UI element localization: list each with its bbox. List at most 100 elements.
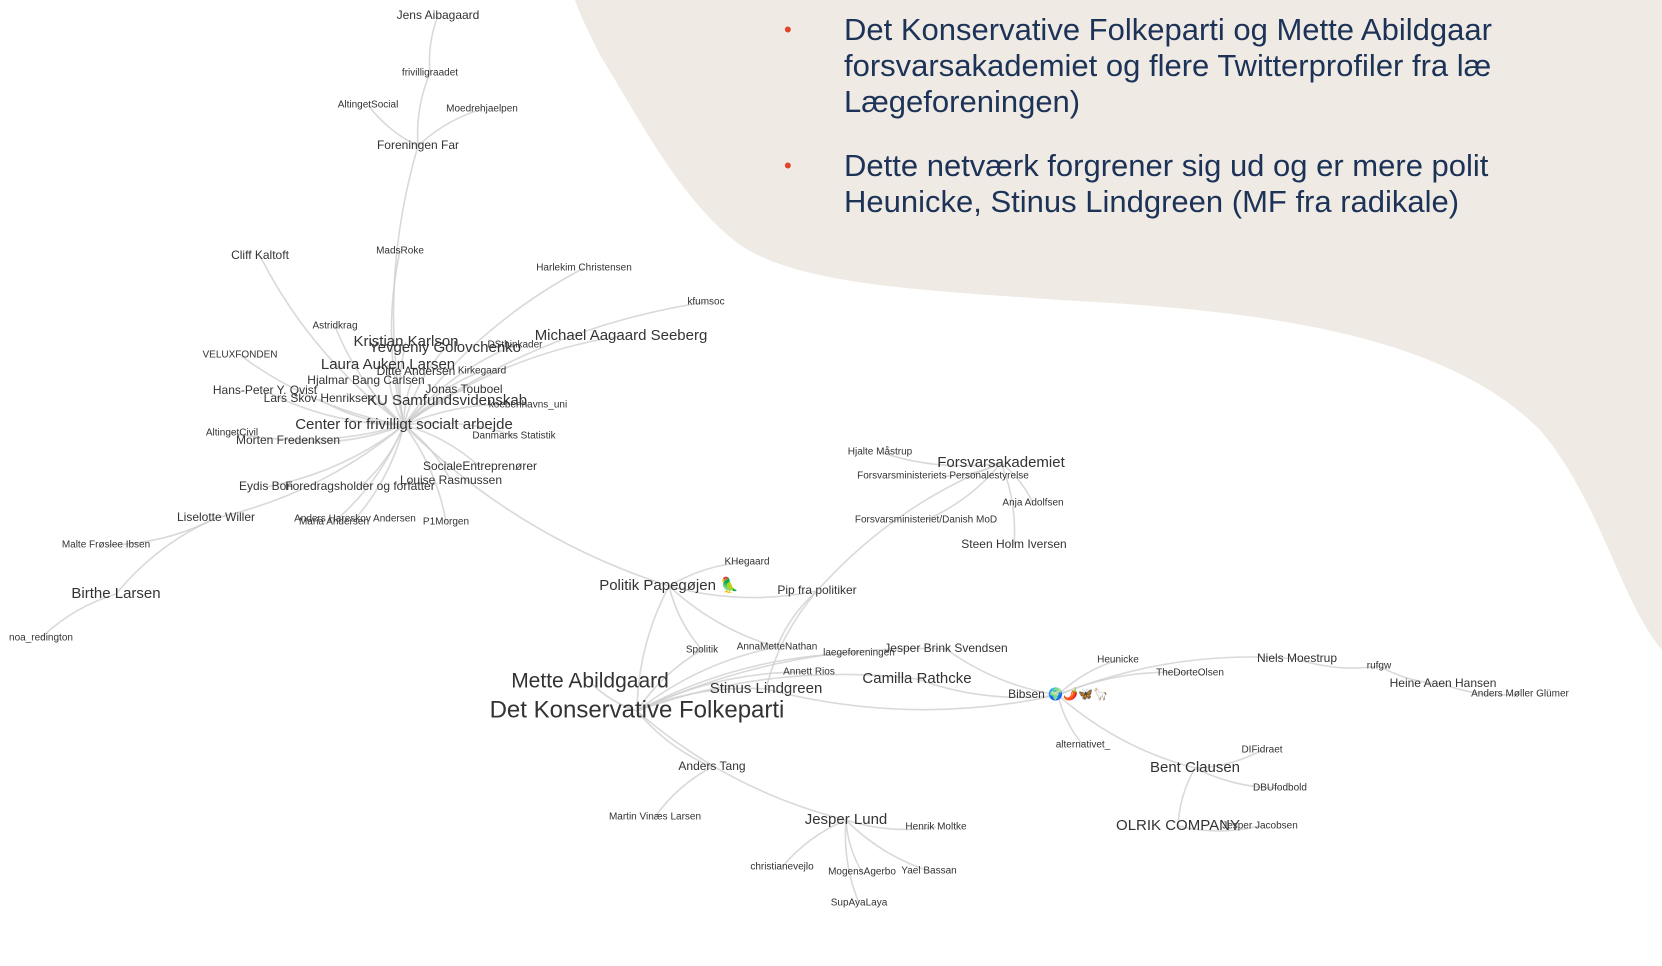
node-label-fmod: Forsvarsministeriet/Danish MoD <box>855 515 997 526</box>
network-edge <box>879 451 1002 467</box>
node-label-kfumsoc: kfumsoc <box>687 297 724 308</box>
network-edge <box>945 648 1059 696</box>
node-label-christiane: christianevejlo <box>750 862 814 873</box>
node-label-dorte: TheDorteOlsen <box>1156 668 1224 679</box>
node-label-seeberg: Michael Aagaard Seeberg <box>535 327 708 344</box>
network-edges <box>40 15 1521 904</box>
bullet-item: • Det Konservative Folkeparti og Mette A… <box>784 12 1662 120</box>
node-label-morten: Morten Fredenksen <box>236 433 340 447</box>
node-label-glumer: Anders Møller Glümer <box>1471 689 1569 700</box>
node-label-altingetcivil: AltingetCivil <box>206 428 258 439</box>
network-edge <box>636 585 670 712</box>
network-edge <box>428 15 439 74</box>
node-label-moedrehjaelpen: Moedrehjaelpen <box>446 104 518 115</box>
network-edge <box>1000 462 1034 504</box>
network-edge <box>215 424 405 519</box>
network-edge <box>417 108 483 147</box>
node-label-anderstang: Anders Tang <box>678 759 745 773</box>
network-edge <box>265 424 405 488</box>
bullet-line: Det Konservative Folkeparti og Mette Abi… <box>844 12 1492 47</box>
node-label-mogens: MogensAgerbo <box>828 867 896 878</box>
node-label-eydis: Eydis Bon <box>239 479 293 493</box>
network-edge <box>403 403 529 426</box>
network-edge <box>668 585 778 648</box>
node-label-annamette: AnnaMetteNathan <box>737 642 818 653</box>
network-edge <box>403 347 446 426</box>
node-label-stinus: Stinus Lindgreen <box>710 680 823 697</box>
network-edge <box>844 819 860 904</box>
network-edge <box>231 424 405 441</box>
node-label-p1morgen: P1Morgen <box>423 517 469 528</box>
node-label-rufgw: rufgw <box>1367 661 1392 672</box>
network-edge <box>403 424 670 587</box>
node-label-louise: Louise Rasmussen <box>400 473 502 487</box>
node-label-anja: Anja Adolfsen <box>1002 498 1063 509</box>
node-label-henrik: Henrik Moltke <box>905 822 967 833</box>
network-edge <box>403 267 585 426</box>
node-label-dbu: DBUfodbold <box>1253 783 1307 794</box>
node-label-dsthinker: DSthinkader <box>487 340 543 351</box>
node-label-frivilligraadet: frivilligraadet <box>402 68 458 79</box>
node-label-hareskov: Anders Hareskov Andersen <box>294 514 416 525</box>
network-edge <box>1194 767 1281 789</box>
node-label-velux: VELUXFONDEN <box>202 350 277 361</box>
network-edge <box>765 688 1059 711</box>
network-edge <box>403 424 481 468</box>
network-edge <box>259 255 405 426</box>
network-edge <box>399 341 407 426</box>
network-edge <box>1057 694 1084 746</box>
node-label-jens: Jens Aibagaard <box>397 8 480 22</box>
node-label-khegaard: KHegaard <box>724 557 769 568</box>
node-label-malte: Malte Frøslee Ibsen <box>62 540 150 551</box>
network-edge <box>636 710 713 768</box>
network-edge <box>816 462 1002 592</box>
network-edge <box>668 585 818 599</box>
network-nodes: Jens Aibagaard frivilligraadetAltingetSoc… <box>9 8 1570 908</box>
bullet-line: Lægeforeningen) <box>844 84 1081 119</box>
network-edge <box>354 424 405 520</box>
node-label-kbhuni: koebenhavns_uni <box>489 400 567 411</box>
network-edge <box>416 72 431 147</box>
network-edge <box>1442 683 1521 696</box>
node-label-birthe: Birthe Larsen <box>71 585 160 602</box>
node-label-steen: Steen Holm Iversen <box>961 537 1066 551</box>
node-label-maria: Maria Andersen <box>299 517 369 528</box>
node-label-mette: Mette Abildgaard <box>511 670 669 693</box>
node-label-socialeentr: SocialeEntreprenører <box>423 459 537 473</box>
node-label-laura: Laura Auken Larsen <box>321 356 455 373</box>
node-label-heine: Heine Aaen Hansen <box>1390 676 1497 690</box>
network-edge <box>636 673 918 712</box>
network-edge <box>845 819 937 831</box>
network-edge <box>239 354 405 426</box>
node-label-yevgeniy: Yevgeniy Golovchenko <box>369 339 521 356</box>
bullet-list: • Det Konservative Folkeparti og Mette A… <box>784 12 1662 220</box>
node-label-altingetsocial: AltingetSocial <box>338 100 399 111</box>
node-label-ditte: Ditte Andersen <box>377 364 456 378</box>
network-edge <box>1296 658 1380 669</box>
node-label-dkf: Det Konservative Folkeparti <box>490 696 785 723</box>
network-edge <box>781 819 847 868</box>
node-label-dlfidraet: DIFidraet <box>1241 745 1282 756</box>
network-edge <box>1177 767 1196 827</box>
network-edge <box>403 421 515 437</box>
network-edge <box>1057 694 1196 769</box>
network-edge <box>367 104 419 147</box>
network-edge <box>765 590 818 690</box>
node-label-madsroke: MadsRoke <box>376 246 424 257</box>
network-edge <box>636 671 810 712</box>
node-label-niels: Niels Moestrup <box>1257 651 1337 665</box>
node-label-center: Center for frivilligt socialt arbejde <box>295 416 513 433</box>
network-edge <box>668 585 703 651</box>
bullet-line: forsvarsakademiet og flere Twitterprofil… <box>844 48 1492 83</box>
network-edge <box>333 424 405 523</box>
node-label-bibsen: Bibsen 🌍🌶️🦋🦙 <box>1008 687 1108 701</box>
node-label-yael: Yael Bassan <box>901 866 956 877</box>
network-edge <box>636 649 703 712</box>
network-edge <box>925 462 1002 521</box>
node-label-harlekim: Harlekim Christensen <box>536 263 632 274</box>
network-edge <box>403 400 448 426</box>
node-label-cliff: Cliff Kaltoft <box>231 248 289 262</box>
node-label-papegojen: Politik Papegøjen 🦜 <box>599 575 739 594</box>
